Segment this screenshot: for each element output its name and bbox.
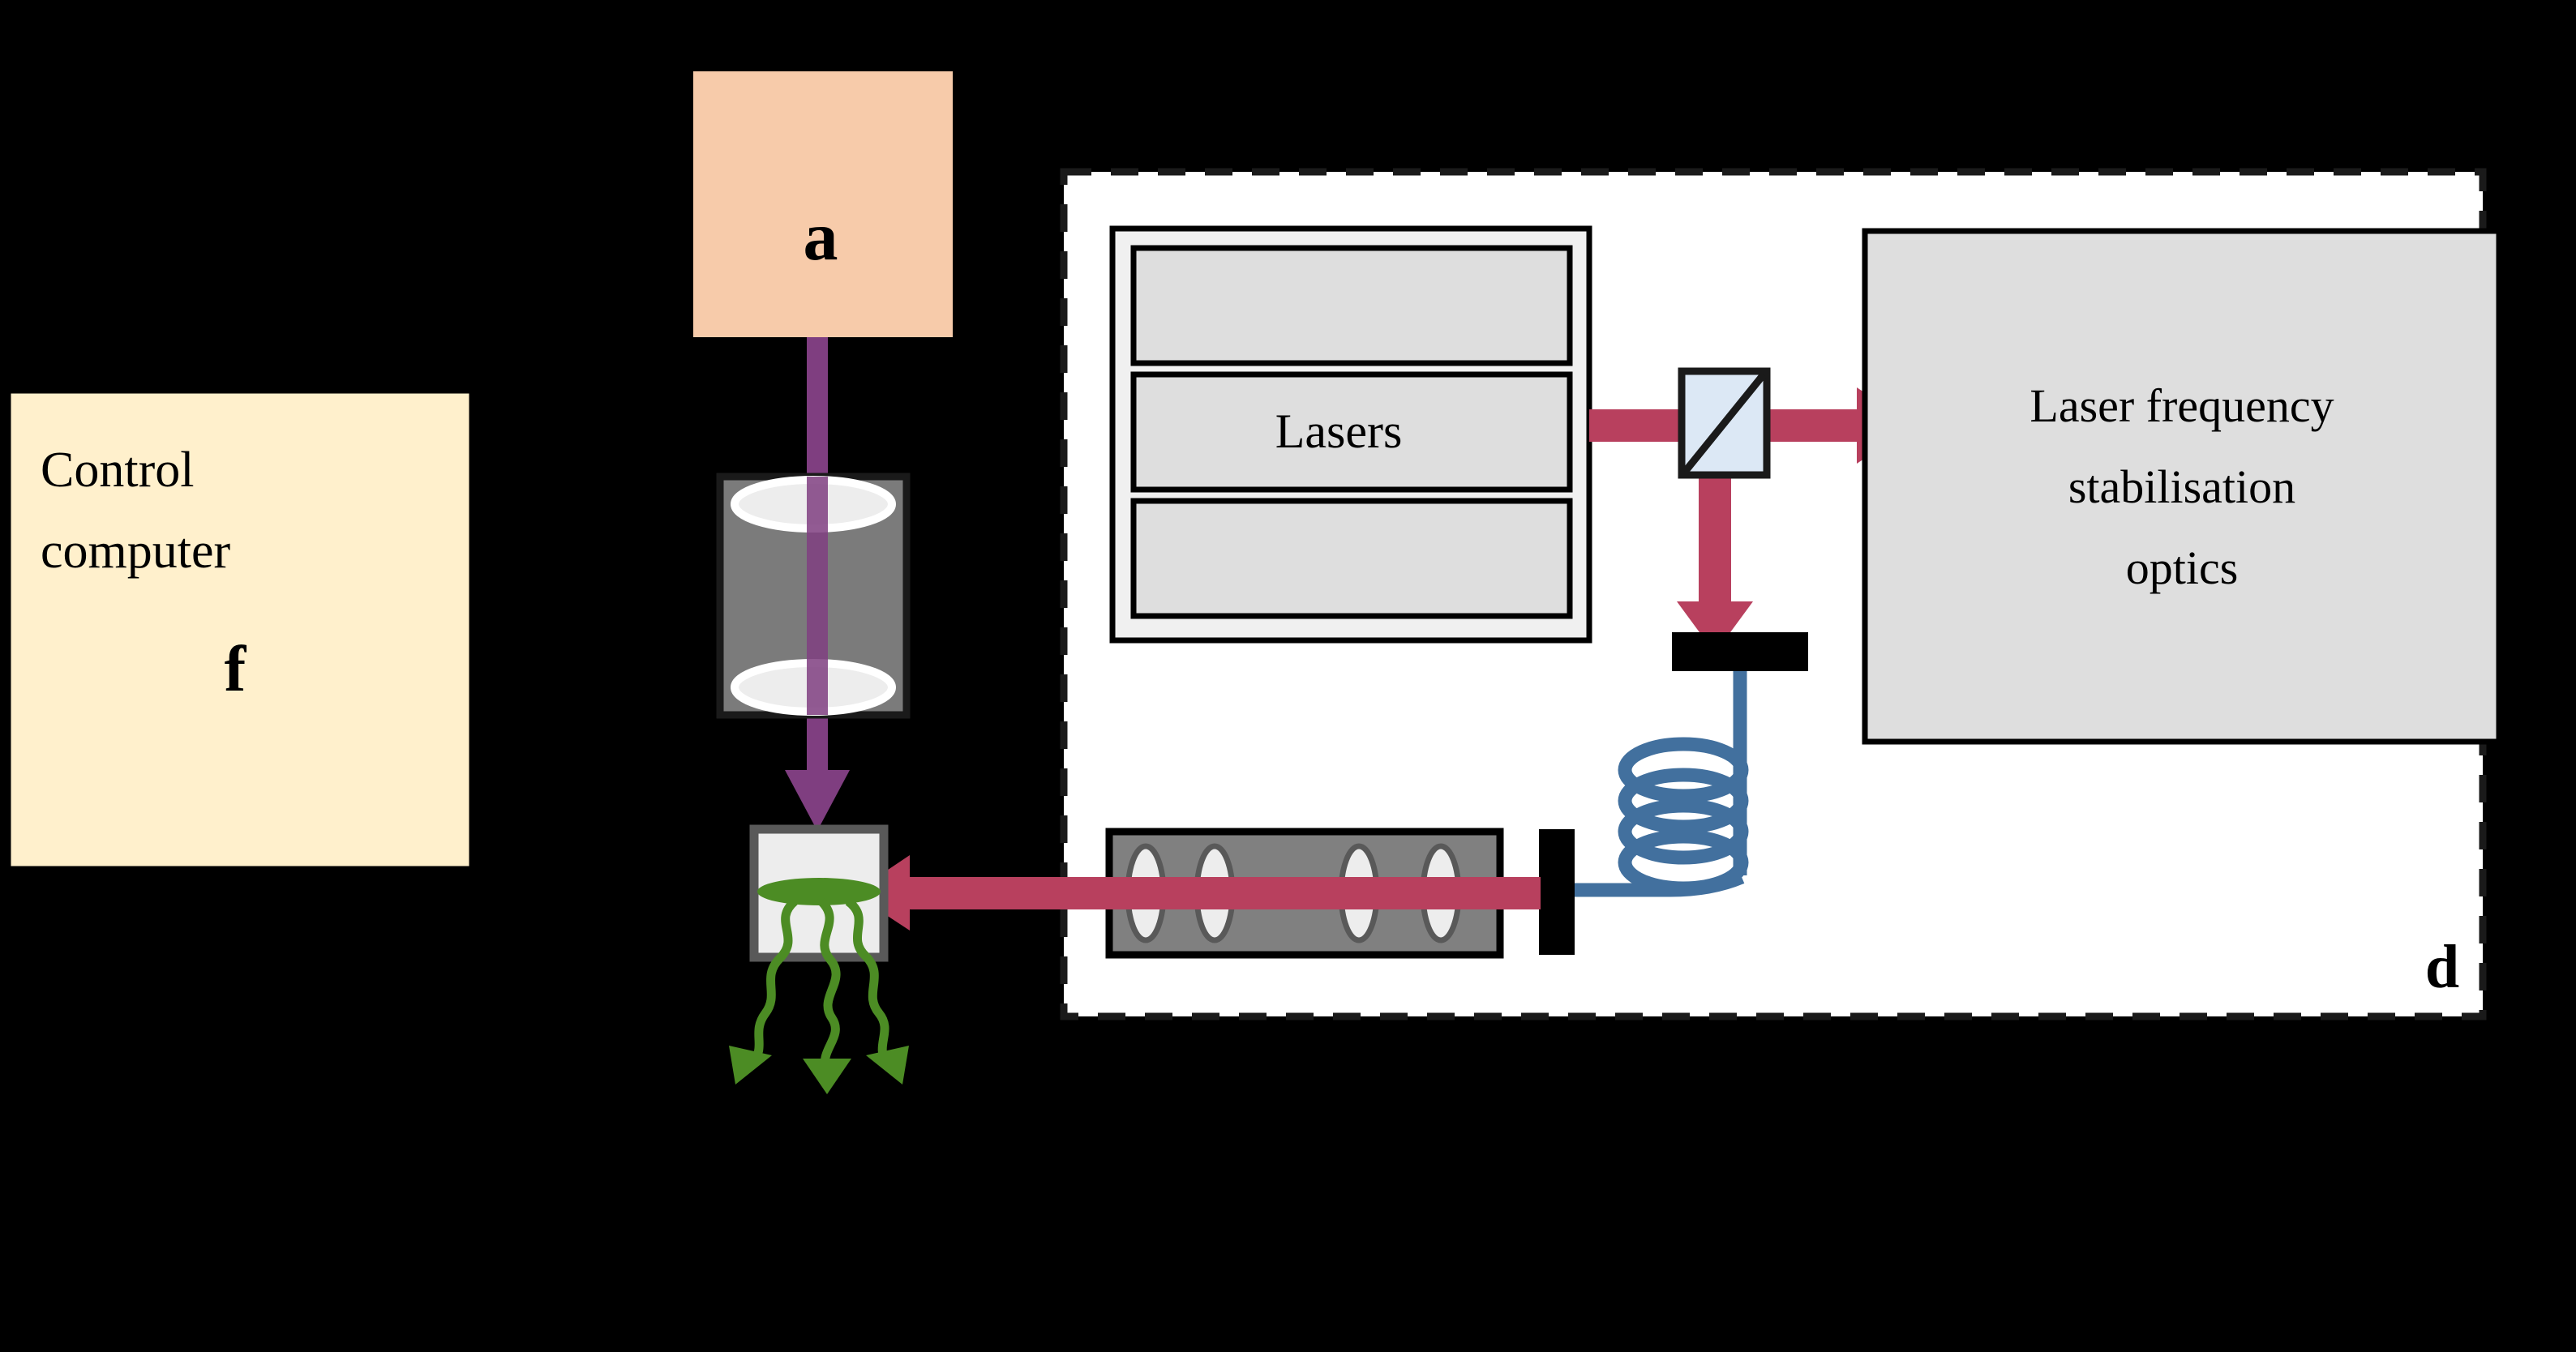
stabilisation-optics-label-line2: stabilisation [2068,460,2295,513]
beam-splitter-diagonal-icon [1682,372,1767,474]
panel-a-letter: a [804,197,838,275]
control-computer-label-line2: computer [41,524,230,579]
laser-beam-to-chamber [908,877,1541,909]
laser-slot-3 [1130,498,1573,619]
fiber-coupler [1672,632,1808,671]
panel-d-letter: d [2425,933,2459,1001]
imaging-beam-through-objective [807,477,828,715]
optical-fiber-lead-out [1573,871,1745,897]
laser-slot-2 [1130,371,1573,493]
panel-f-letter: f [225,634,247,705]
emission-beams [748,897,891,1074]
control-computer-label-line1: Control [41,443,194,498]
control-computer-box [5,387,475,872]
laser-beam-arrow-down [1677,601,1753,653]
emission-arrow-center [803,1059,851,1094]
emission-arrow-right [866,1046,909,1085]
emission-beam-left [748,897,798,1067]
stabilisation-optics-label-line3: optics [2126,541,2239,594]
panel-a-box [693,71,953,337]
laser-slot-1 [1130,245,1573,366]
stabilisation-optics-label: Laser frequency [2030,379,2334,432]
emission-beam-center [817,898,841,1074]
imaging-beam-arrow-down [785,770,850,831]
lasers-label: Lasers [1275,404,1403,458]
emission-arrow-left [729,1046,772,1085]
emission-beam-right [845,897,891,1067]
fiber-collimator [1539,829,1575,955]
atom-cloud [757,878,881,905]
stabilisation-optics-box [1862,228,2502,745]
